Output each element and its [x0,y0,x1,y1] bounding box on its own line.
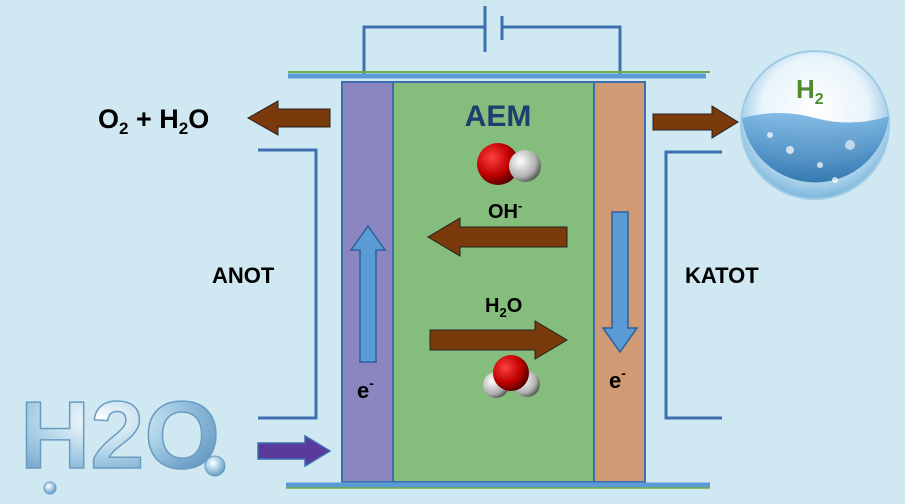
electron-label-anode: e- [357,375,374,403]
output-arrow-right [652,105,739,139]
cathode-chamber [664,150,722,420]
hydroxide-label: OH- [488,198,522,223]
power-circuit [362,6,622,74]
hydrogen-label: H2 [796,74,824,108]
inlet-arrow [257,434,332,468]
anode-label: ANOT [212,263,275,288]
membrane-label: AEM [465,100,532,133]
water-input-art-label: H2O [20,382,220,489]
electron-label-cathode: e- [609,365,626,393]
products-left-label: O2 + H2O [98,104,209,138]
electron-arrow-down [601,211,639,354]
membrane [392,81,595,483]
output-arrow-left [246,100,331,136]
hydrogen-bubble-icon [740,50,890,200]
water-droplets-icon: H2O [19,381,226,495]
anode-chamber [258,148,318,420]
electron-arrow-up [349,224,387,363]
cathode-label: KATOT [685,263,759,288]
water-molecule-icon [483,355,540,398]
water-label: H2O [485,295,522,320]
hydroxide-molecule-icon [477,143,541,185]
hydroxide-arrow [427,217,568,257]
water-arrow [429,320,568,360]
